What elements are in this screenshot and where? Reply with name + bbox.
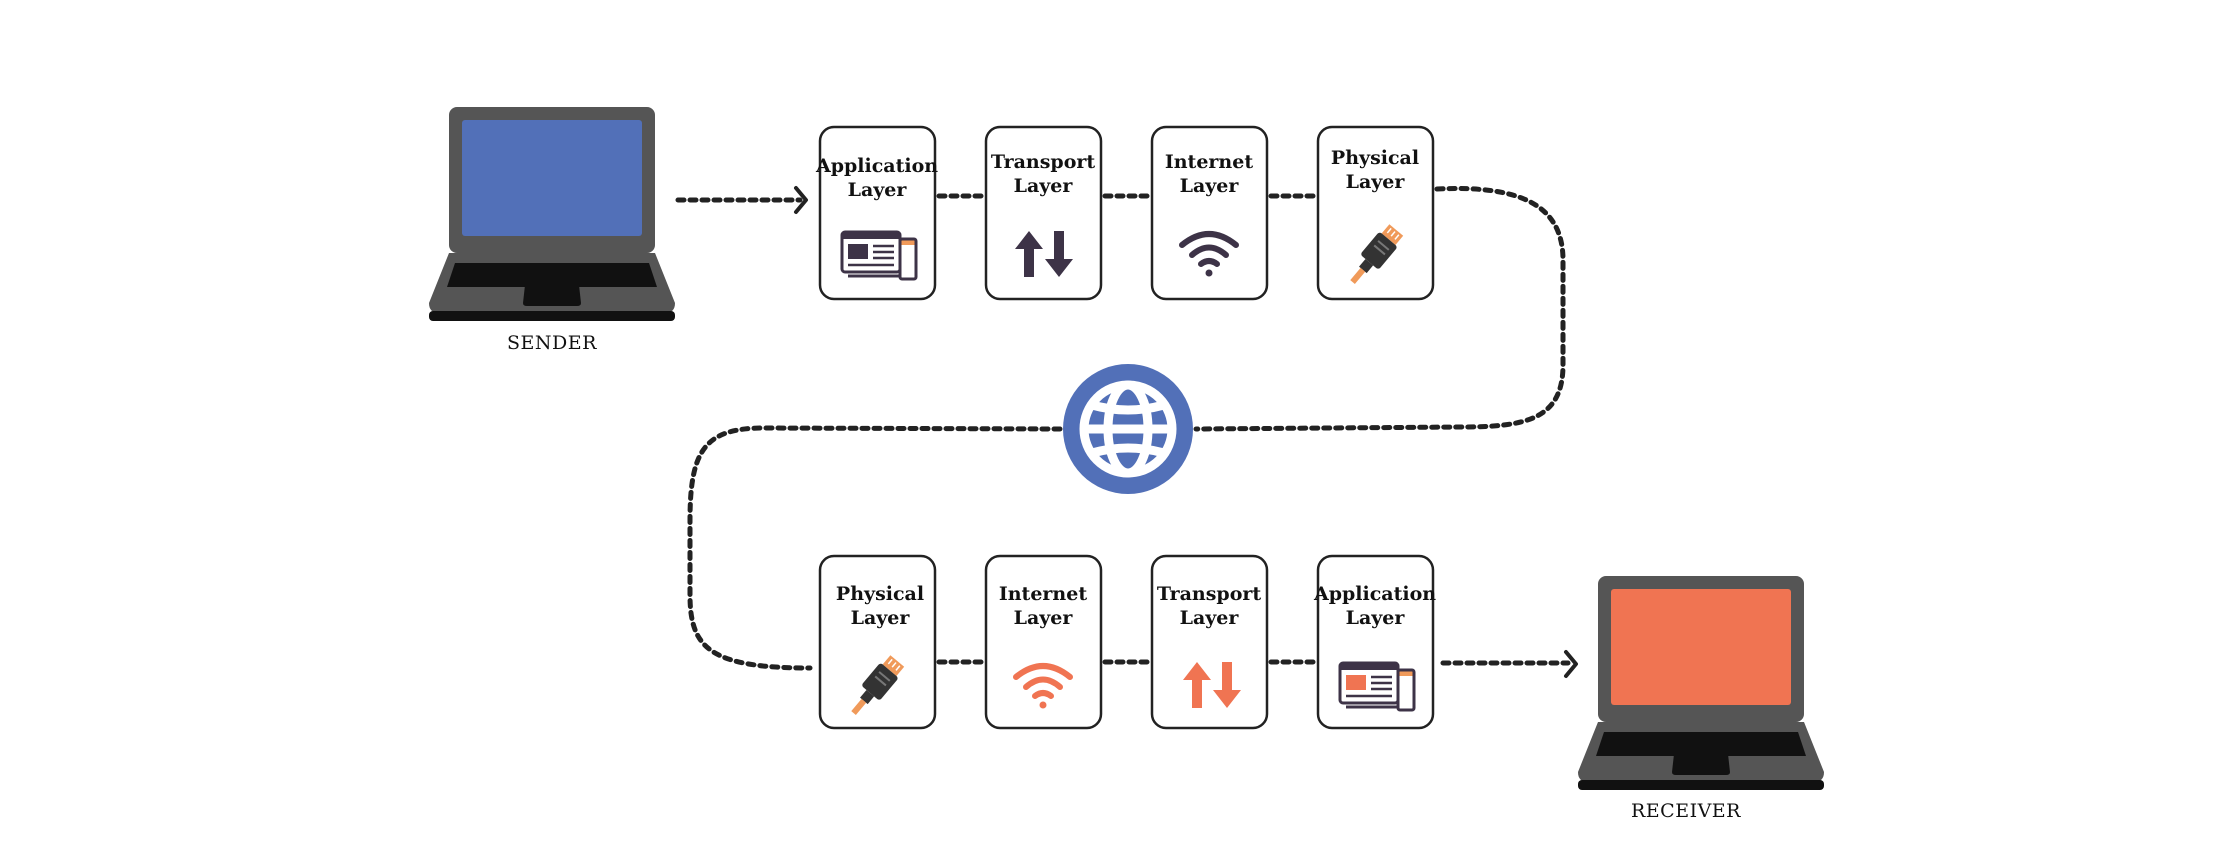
bottom-internet-layer-box: Internet Layer bbox=[984, 554, 1103, 730]
sender-label: SENDER bbox=[507, 332, 597, 354]
bottom-application-layer-box: Application Layer bbox=[1313, 554, 1436, 730]
bottom-physical-layer-box: Physical Layer bbox=[818, 554, 937, 730]
sender-laptop bbox=[429, 107, 675, 321]
box-label-line1: Transport bbox=[991, 151, 1096, 173]
receiver-screen bbox=[1611, 589, 1791, 705]
connector-lines bbox=[675, 186, 1571, 671]
bottom-transport-layer-box: Transport Layer bbox=[1150, 554, 1269, 730]
box-label-line2: Layer bbox=[1180, 607, 1240, 629]
arrowhead-icon bbox=[1564, 650, 1578, 678]
globe-icon bbox=[1063, 364, 1193, 494]
globe-to-physical-path bbox=[687, 425, 1063, 671]
top-transport-layer-box: Transport Layer bbox=[984, 125, 1103, 301]
top-physical-layer-box: Physical Layer bbox=[1316, 125, 1435, 301]
bottom-layer-stack: Physical Layer Internet Layer Transport … bbox=[818, 554, 1436, 730]
receiver-label: RECEIVER bbox=[1631, 800, 1741, 822]
box-label-line2: Layer bbox=[1180, 175, 1240, 197]
arrowhead-icon bbox=[794, 186, 808, 214]
box-label-line2: Layer bbox=[1014, 175, 1074, 197]
box-label-line2: Layer bbox=[1014, 607, 1074, 629]
top-internet-layer-box: Internet Layer bbox=[1150, 125, 1269, 301]
box-label-line1: Application bbox=[815, 155, 938, 177]
box-label-line1: Transport bbox=[1157, 583, 1262, 605]
box-label-line1: Physical bbox=[1331, 147, 1419, 169]
physical-to-globe-path bbox=[1193, 186, 1566, 432]
box-label-line2: Layer bbox=[1346, 607, 1406, 629]
box-label-line1: Internet bbox=[1165, 151, 1253, 173]
box-label-line2: Layer bbox=[848, 179, 908, 201]
top-layer-stack: Application Layer Transport Layer Intern… bbox=[815, 125, 1435, 301]
top-application-layer-box: Application Layer bbox=[815, 125, 938, 301]
box-label-line2: Layer bbox=[1346, 171, 1406, 193]
box-label-line1: Physical bbox=[836, 583, 924, 605]
box-label-line1: Internet bbox=[999, 583, 1087, 605]
box-label-line1: Application bbox=[1313, 583, 1436, 605]
sender-screen bbox=[462, 120, 642, 236]
receiver-laptop bbox=[1578, 576, 1824, 790]
box-label-line2: Layer bbox=[851, 607, 911, 629]
